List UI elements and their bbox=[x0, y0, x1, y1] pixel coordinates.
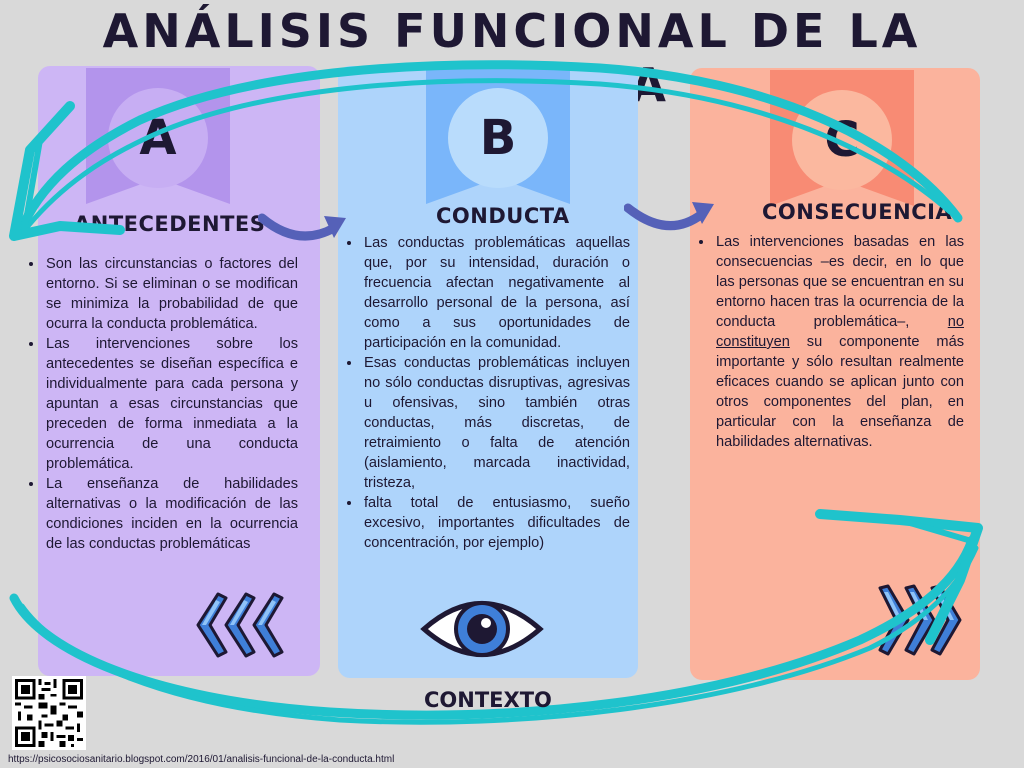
letter-a: A bbox=[108, 88, 208, 188]
contexto-label: Contexto bbox=[424, 688, 552, 712]
triple-chevron-right-icon bbox=[878, 584, 962, 656]
list-item: La enseñanza de habilidades alternativas… bbox=[44, 474, 298, 554]
list-item: falta total de entusiasmo, sueño excesiv… bbox=[362, 493, 630, 553]
eye-icon bbox=[420, 601, 544, 657]
list-item: Esas conductas problemáticas incluyen no… bbox=[362, 353, 630, 493]
consecuencia-text-end: su componente más importante y sólo resu… bbox=[716, 334, 964, 450]
heading-consecuencia: Consecuencia bbox=[762, 200, 953, 224]
list-item: Las conductas problemáticas aquellas que… bbox=[362, 233, 630, 353]
antecedentes-list: Son las circunstancias o factores del en… bbox=[26, 254, 298, 554]
heading-conducta: Conducta bbox=[436, 204, 570, 228]
triple-chevron-left-icon bbox=[196, 592, 284, 658]
letter-b: B bbox=[448, 88, 548, 188]
list-item: Las intervenciones sobre los antecedente… bbox=[44, 334, 298, 474]
banner-a: A bbox=[86, 68, 230, 204]
connector-arrow-a-to-b-icon bbox=[258, 213, 346, 241]
letter-c: C bbox=[792, 90, 892, 190]
consecuencia-text-start: Las intervenciones basadas en las consec… bbox=[716, 234, 964, 330]
connector-arrow-b-to-c-icon bbox=[624, 202, 714, 231]
banner-b: B bbox=[426, 68, 570, 204]
list-item: Las intervenciones basadas en las consec… bbox=[714, 232, 964, 452]
heading-antecedentes: Antecedentes bbox=[74, 212, 266, 236]
source-url[interactable]: https://psicosociosanitario.blogspot.com… bbox=[8, 754, 395, 765]
consecuencia-list: Las intervenciones basadas en las consec… bbox=[696, 232, 964, 452]
list-item: Son las circunstancias o factores del en… bbox=[44, 254, 298, 334]
consecuencia-text-underlined: no constituyen bbox=[716, 314, 964, 350]
conducta-list: Las conductas problemáticas aquellas que… bbox=[344, 233, 630, 553]
banner-c: C bbox=[770, 70, 914, 206]
qr-code-icon bbox=[12, 676, 86, 750]
